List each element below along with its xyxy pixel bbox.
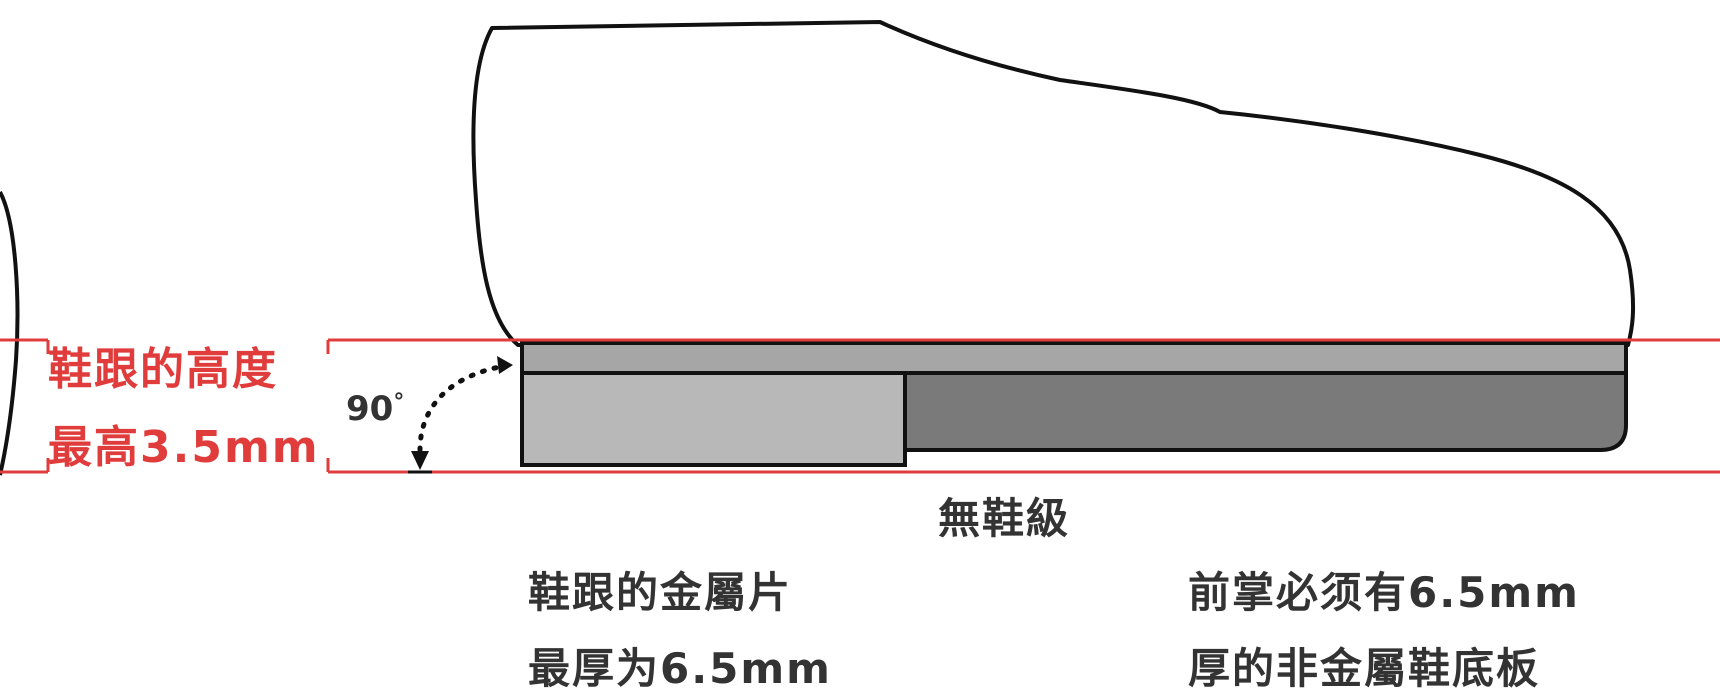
heel-metal-label-line2: 最厚为6.5mm bbox=[528, 644, 832, 693]
no-heel-step-label: 無鞋級 bbox=[938, 494, 1071, 543]
angle-value: 90 bbox=[346, 389, 394, 429]
forefoot-label-line2: 厚的非金屬鞋底板 bbox=[1188, 644, 1541, 693]
right-angle-arc bbox=[417, 363, 508, 453]
heel-metal-plate bbox=[520, 371, 907, 467]
left-shoe-outline-partial bbox=[0, 191, 20, 476]
forefoot-label-line1: 前掌必须有6.5mm bbox=[1188, 568, 1580, 617]
angle-label: 90° bbox=[346, 389, 405, 429]
shoe-upper-outline bbox=[471, 20, 1636, 347]
heel-height-label-line1: 鞋跟的高度 bbox=[48, 344, 278, 395]
arc-arrowhead-upper bbox=[497, 356, 513, 374]
angle-unit: ° bbox=[393, 390, 405, 415]
heel-height-label-line2: 最高3.5mm bbox=[48, 422, 320, 473]
forefoot-non-metal-plate bbox=[903, 371, 1628, 452]
arc-arrowhead-lower bbox=[411, 451, 429, 470]
sole-top-layer bbox=[520, 341, 1628, 375]
heel-metal-label-line1: 鞋跟的金屬片 bbox=[528, 568, 793, 617]
heel-height-bracket bbox=[46, 340, 330, 472]
